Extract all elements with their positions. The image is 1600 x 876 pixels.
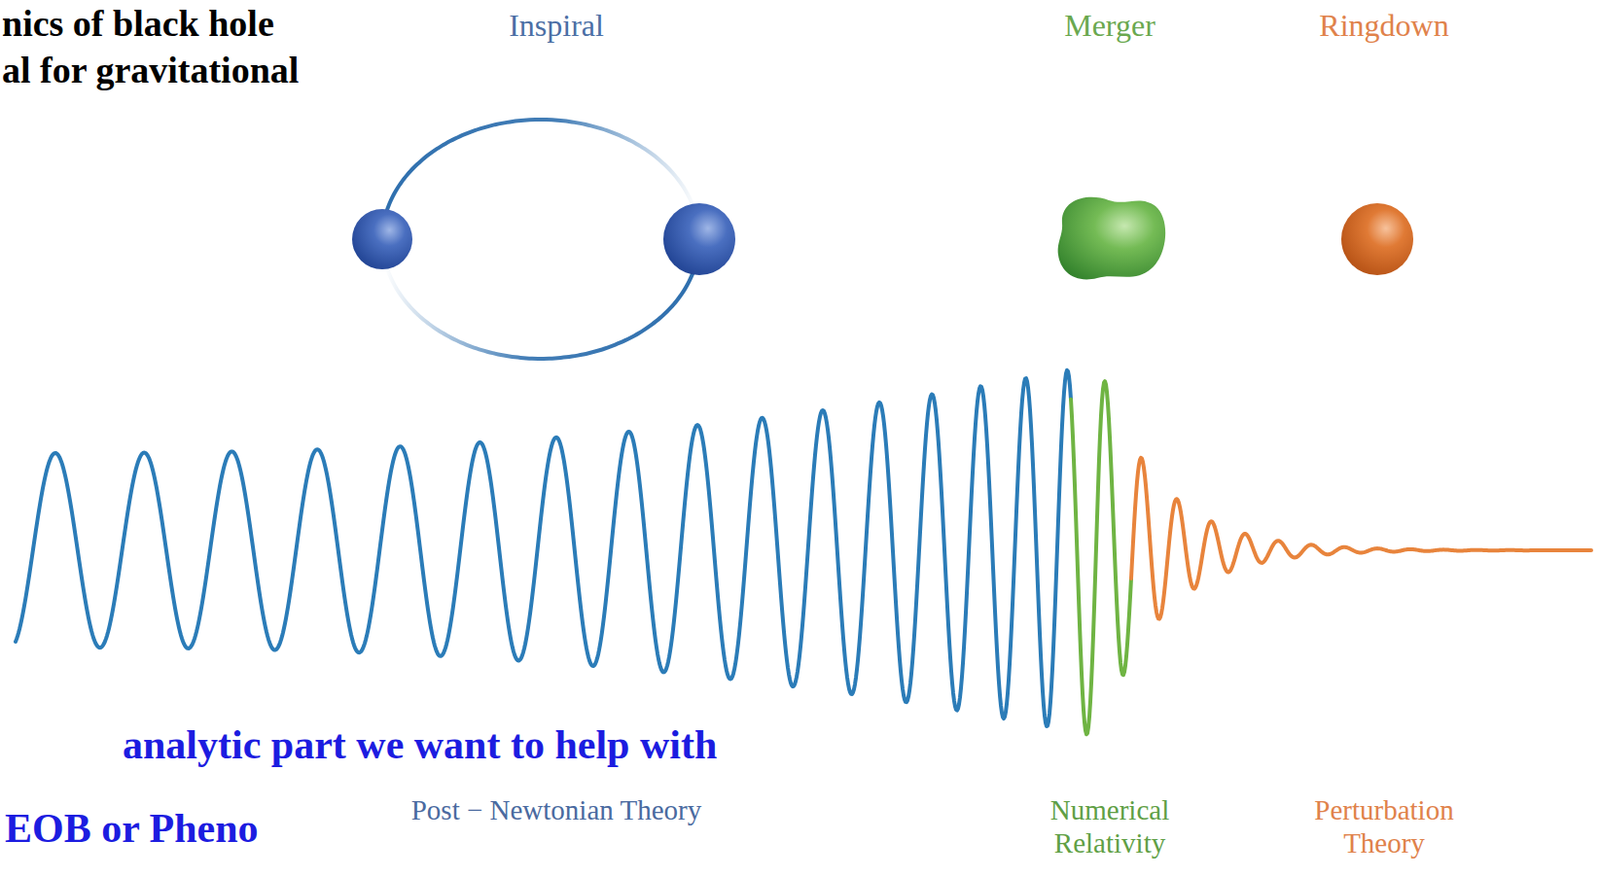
method-label: Post − Newtonian Theory: [410, 793, 703, 827]
title-fragment-holder: al for gravitational: [1, 48, 299, 93]
annotation: analytic part we want to help with: [122, 721, 717, 771]
annotation-holder: analytic part we want to help with: [122, 721, 717, 771]
merging-black-holes: [1058, 197, 1167, 281]
inspiral-wave: [15, 370, 1071, 727]
orbit-arc: [384, 251, 700, 359]
merger-wave: [1070, 381, 1132, 735]
method-label-holder: Perturbation Theory: [1272, 793, 1496, 860]
binary-orbit: [384, 119, 700, 359]
annotation-holder: EOB or Pheno: [4, 805, 259, 854]
phase-heading: Inspiral: [508, 7, 605, 45]
phase-heading: Ringdown: [1318, 7, 1449, 45]
title-fragment: nics of black hole: [1, 1, 275, 46]
black-hole: [663, 203, 736, 276]
title-fragment-holder: nics of black hole: [1, 1, 275, 46]
method-label-holder: Post − Newtonian Theory: [410, 793, 703, 827]
waveform: [15, 370, 1592, 735]
remnant-black-hole: [1341, 203, 1414, 276]
black-hole: [352, 209, 413, 270]
method-label-holder: Numerical Relativity: [1017, 793, 1203, 860]
phase-heading-holder: Ringdown: [1318, 7, 1449, 45]
ringdown-wave: [1131, 458, 1592, 620]
method-label: Numerical Relativity: [1017, 793, 1203, 860]
phase-heading-holder: Merger: [1064, 7, 1156, 45]
title-fragment: al for gravitational: [1, 48, 299, 93]
phase-heading-holder: Inspiral: [508, 7, 605, 45]
annotation: EOB or Pheno: [4, 805, 259, 854]
method-label: Perturbation Theory: [1272, 793, 1496, 860]
phase-heading: Merger: [1064, 7, 1156, 45]
orbit-arc: [384, 119, 699, 223]
